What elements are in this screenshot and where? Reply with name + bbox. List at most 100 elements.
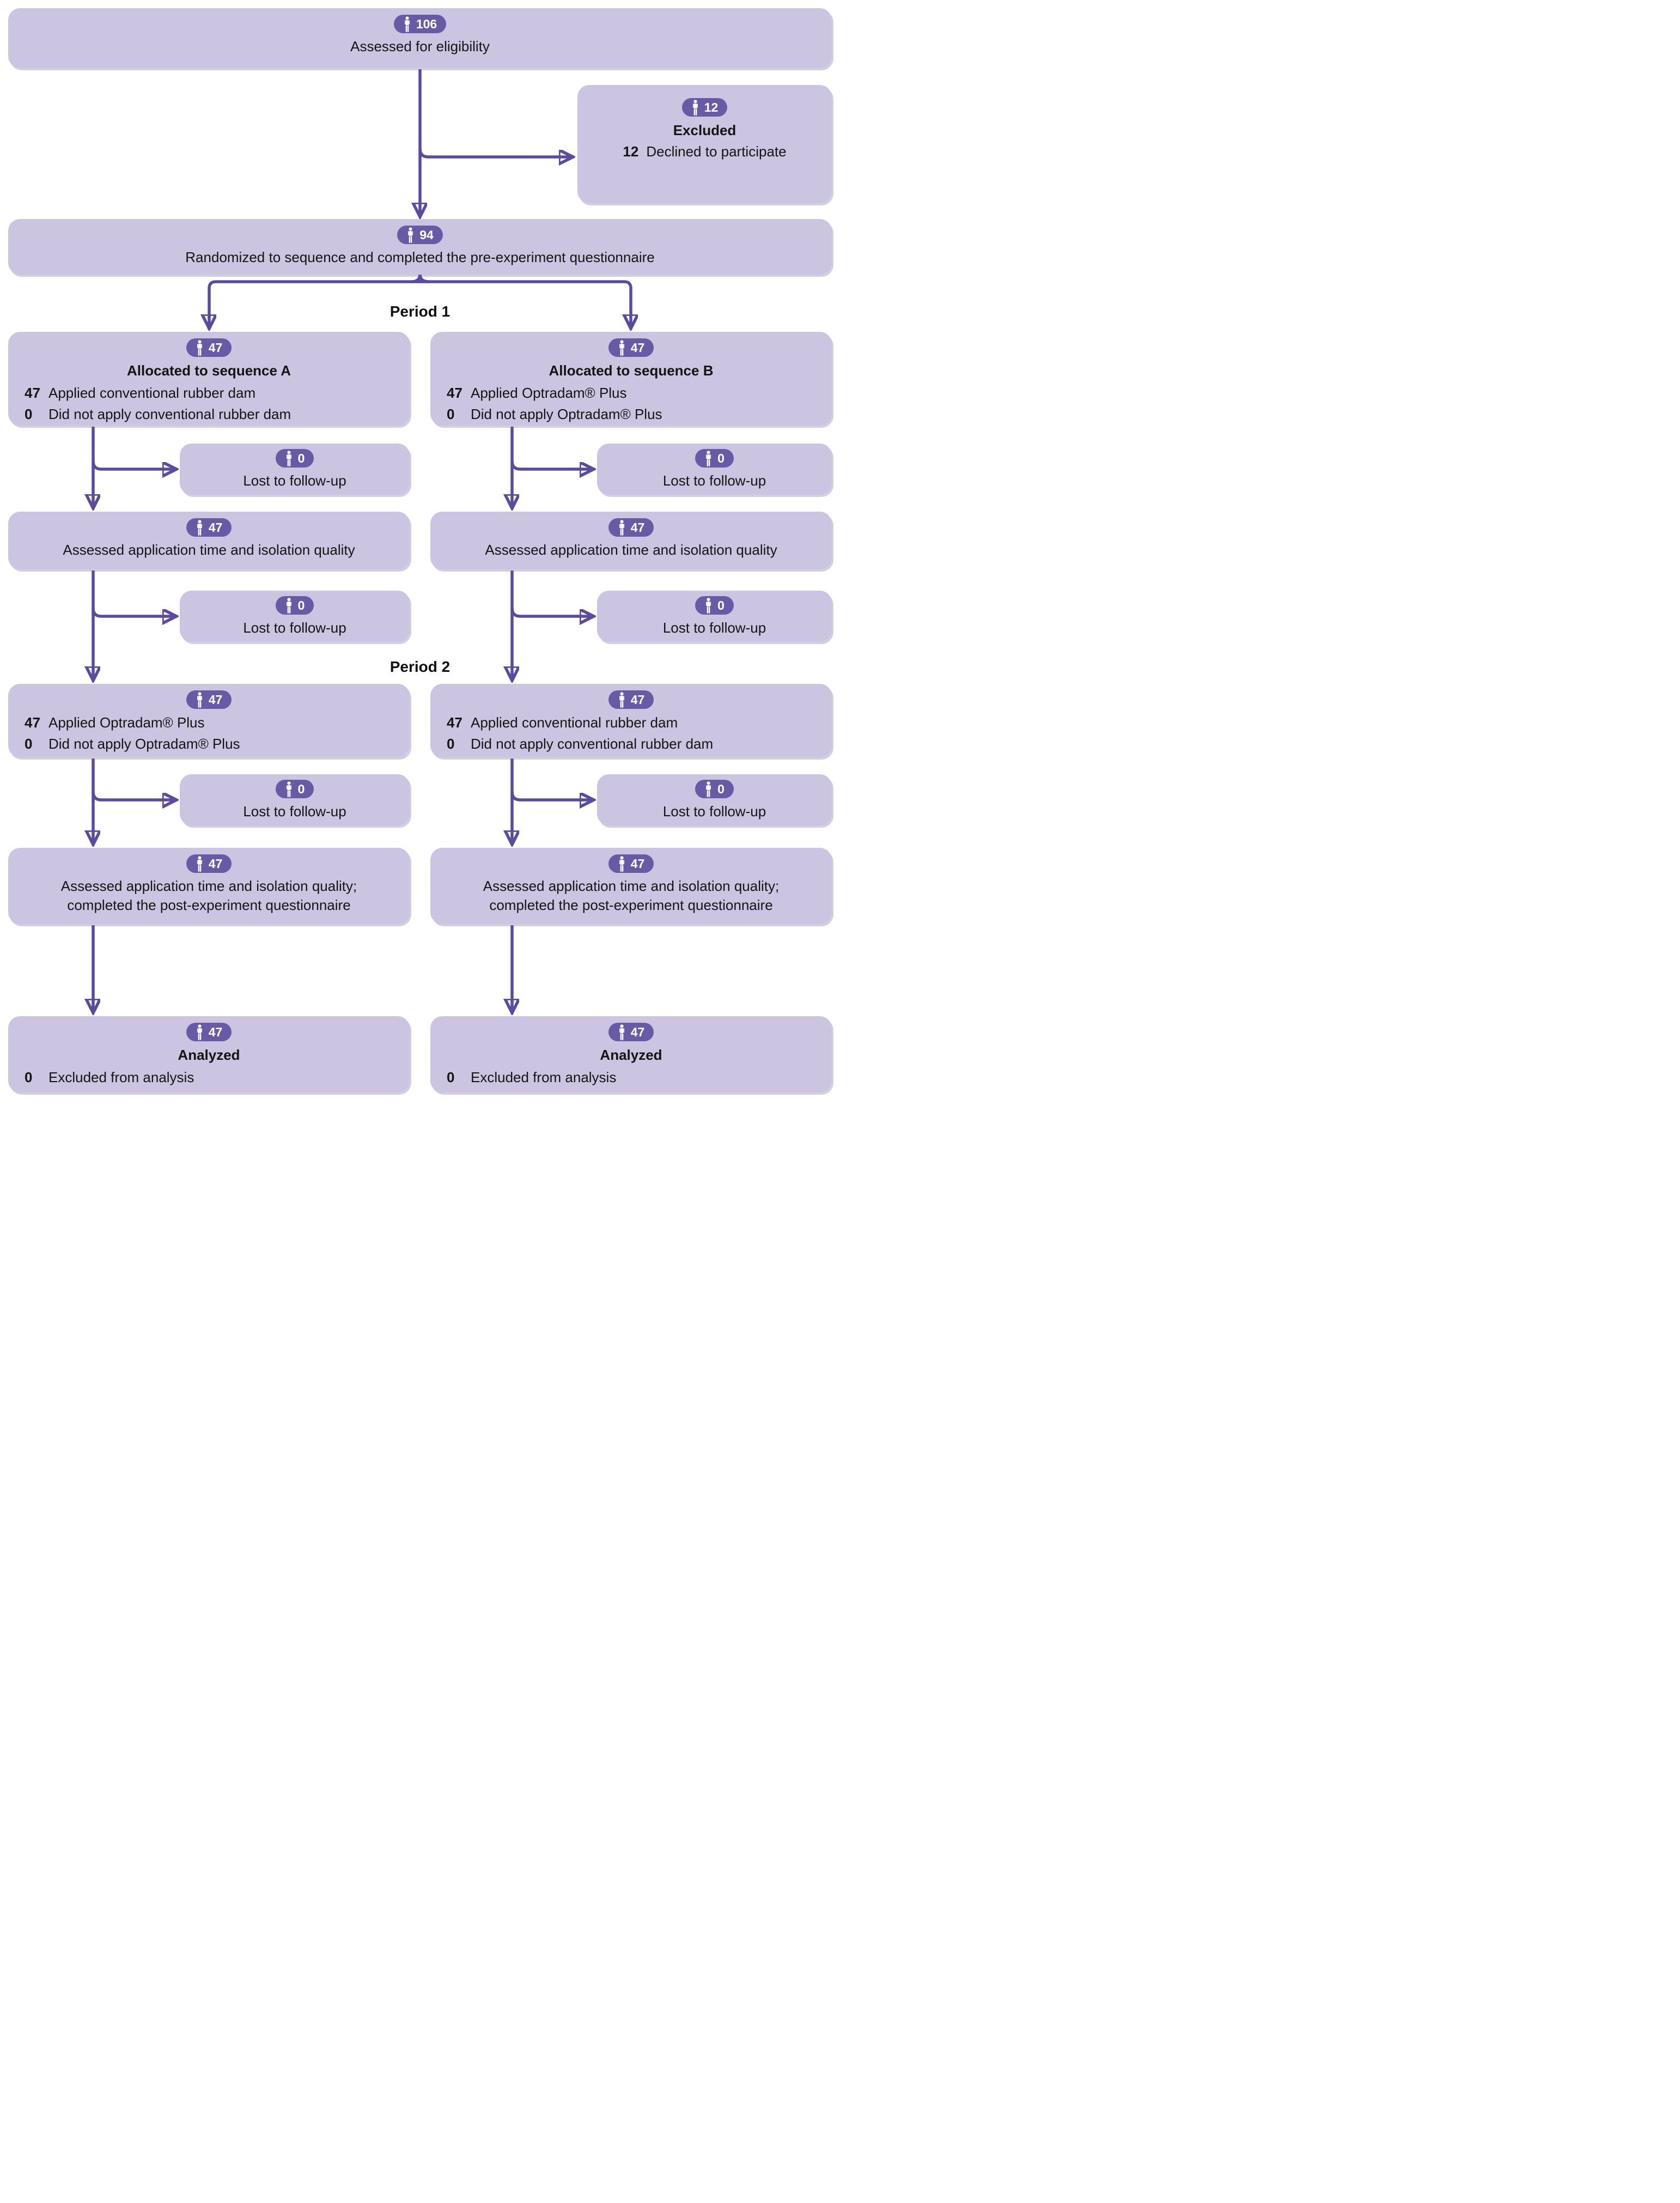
label-line-1: Assessed application time and isolation … (483, 878, 780, 894)
badge-count: 94 (419, 228, 434, 242)
node-title: Analyzed (600, 1047, 662, 1063)
badge-count: 0 (717, 782, 725, 796)
count-badge: 106 (393, 15, 447, 33)
node-allocated-sequence-a: 47 Allocated to sequence A 47 Applied co… (8, 332, 410, 426)
detail-rows: 47 Applied conventional rubber dam 0 Did… (8, 383, 410, 425)
count-badge: 94 (397, 226, 443, 244)
node-lost-followup-a2: 0 Lost to follow-up (180, 591, 410, 642)
count-badge: 47 (608, 690, 654, 709)
label-line-2: completed the post-experiment questionna… (489, 897, 773, 914)
detail-row: 0 Excluded from analysis (430, 1067, 832, 1088)
detail-row: 0 Did not apply conventional rubber dam (430, 733, 832, 755)
node-label: Lost to follow-up (662, 803, 766, 820)
person-icon (404, 16, 410, 32)
node-label: Lost to follow-up (243, 803, 346, 820)
count-badge: 0 (275, 596, 314, 615)
reason-row: 12 Declined to participate (623, 143, 786, 160)
node-title: Allocated to sequence B (549, 362, 714, 379)
period-2-label: Period 2 (389, 658, 451, 675)
row-text: Applied conventional rubber dam (48, 385, 256, 401)
count-badge: 47 (608, 338, 654, 357)
count-badge: 47 (186, 518, 232, 537)
badge-count: 0 (717, 451, 725, 465)
node-post-experiment-b: 47 Assessed application time and isolati… (430, 848, 832, 924)
node-title: Excluded (673, 122, 736, 138)
badge-count: 47 (208, 857, 223, 871)
badge-count: 0 (717, 598, 725, 612)
node-label: Lost to follow-up (243, 620, 346, 636)
reason-text: Declined to participate (646, 143, 787, 160)
row-count: 47 (25, 714, 40, 731)
detail-row: 0 Did not apply Optradam® Plus (430, 404, 832, 425)
period-1-label: Period 1 (389, 303, 451, 320)
detail-rows: 0 Excluded from analysis (8, 1067, 410, 1088)
person-icon (197, 691, 202, 708)
node-allocated-sequence-b: 47 Allocated to sequence B 47 Applied Op… (430, 332, 832, 426)
person-icon (286, 597, 291, 614)
badge-count: 0 (297, 782, 305, 796)
row-count: 47 (447, 385, 462, 401)
badge-count: 47 (208, 693, 223, 707)
node-label: Assessed application time and isolation … (61, 877, 357, 915)
badge-count: 47 (208, 341, 223, 355)
detail-row: 47 Applied conventional rubber dam (430, 712, 832, 733)
label-line-2: completed the post-experiment questionna… (67, 897, 351, 914)
row-text: Applied conventional rubber dam (471, 714, 678, 731)
node-lost-followup-a1: 0 Lost to follow-up (180, 444, 410, 495)
node-analyzed-a: 47 Analyzed 0 Excluded from analysis (8, 1016, 410, 1093)
node-title: Allocated to sequence A (127, 362, 291, 379)
node-assessed-a1: 47 Assessed application time and isolati… (8, 512, 410, 569)
count-badge: 47 (186, 690, 232, 709)
row-count: 0 (25, 736, 33, 752)
split-flare-left (411, 274, 422, 283)
consort-flow-diagram: Period 1 Period 2 106 Assessed for eligi… (0, 0, 840, 1101)
person-icon (706, 450, 711, 466)
person-icon (197, 855, 202, 872)
row-count: 0 (25, 406, 33, 422)
count-badge: 47 (186, 338, 232, 357)
label-line-1: Assessed application time and isolation … (60, 878, 357, 894)
node-label: Assessed application time and isolation … (485, 542, 777, 558)
row-count: 47 (25, 385, 40, 401)
detail-row: 0 Excluded from analysis (8, 1067, 410, 1088)
person-icon (619, 855, 624, 872)
badge-count: 47 (630, 693, 645, 707)
count-badge: 0 (695, 780, 734, 798)
split-flare-right (418, 274, 429, 283)
arrow-branch-excluded (418, 148, 572, 157)
node-label: Assessed for eligibility (350, 38, 490, 54)
badge-count: 47 (630, 857, 645, 871)
node-post-experiment-a: 47 Assessed application time and isolati… (8, 848, 410, 924)
badge-count: 47 (630, 1025, 645, 1039)
person-icon (197, 339, 202, 356)
detail-rows: 0 Excluded from analysis (430, 1067, 832, 1088)
detail-rows: 47 Applied conventional rubber dam 0 Did… (430, 712, 832, 755)
count-badge: 0 (695, 596, 734, 615)
node-title: Analyzed (178, 1047, 240, 1063)
detail-rows: 47 Applied Optradam® Plus 0 Did not appl… (430, 383, 832, 425)
count-badge: 0 (275, 449, 314, 468)
row-count: 0 (25, 1069, 33, 1085)
node-label: Lost to follow-up (662, 620, 766, 636)
row-count: 0 (447, 1069, 455, 1085)
arrow-a-branch-lost2 (92, 608, 175, 616)
row-text: Excluded from analysis (471, 1069, 617, 1085)
count-badge: 47 (608, 854, 654, 873)
row-count: 0 (447, 406, 455, 422)
person-icon (706, 781, 711, 797)
count-badge: 0 (275, 780, 314, 798)
node-label: Lost to follow-up (662, 472, 766, 489)
node-assessed-b1: 47 Assessed application time and isolati… (430, 512, 832, 569)
node-label: Assessed application time and isolation … (63, 542, 355, 558)
node-period2-b: 47 47 Applied conventional rubber dam 0 … (430, 684, 832, 757)
badge-count: 47 (208, 1025, 223, 1039)
node-period2-a: 47 47 Applied Optradam® Plus 0 Did not a… (8, 684, 410, 757)
person-icon (197, 1024, 202, 1040)
arrow-b-branch-lost3 (510, 791, 593, 800)
count-badge: 0 (695, 449, 734, 468)
node-randomized: 94 Randomized to sequence and completed … (8, 219, 832, 275)
detail-row: 0 Did not apply conventional rubber dam (8, 404, 410, 425)
row-text: Applied Optradam® Plus (48, 714, 205, 731)
node-label: Randomized to sequence and completed the… (185, 249, 655, 265)
row-text: Did not apply Optradam® Plus (471, 406, 662, 422)
